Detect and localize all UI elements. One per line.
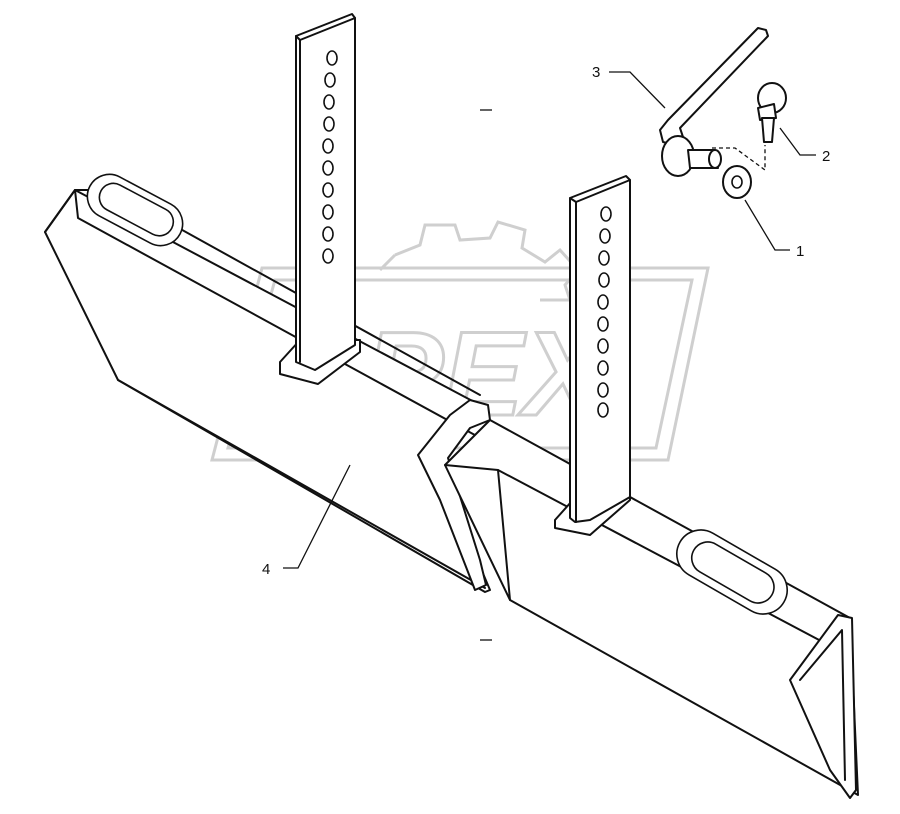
right-blade-end-flange: [789, 614, 857, 799]
callout-2: 2: [822, 148, 830, 165]
alignment-dashes: [712, 145, 766, 172]
right-blade-body: [444, 419, 859, 796]
pin-assembly: [659, 27, 787, 199]
callout-3: 3: [592, 64, 600, 81]
leader-1: [744, 199, 790, 251]
leader-lines: [283, 71, 816, 569]
l-pin: [659, 27, 769, 146]
left-upright-bar: [279, 13, 361, 385]
callout-4: 4: [262, 561, 270, 578]
leader-3: [609, 71, 666, 109]
right-upright-holes: [597, 206, 612, 418]
right-blade: [444, 419, 859, 799]
clip-shaft: [761, 117, 775, 143]
left-upright-holes: [322, 50, 338, 264]
watermark-gear-outline: [378, 220, 581, 302]
center-bent-flange: [417, 399, 491, 591]
leader-2: [779, 127, 816, 156]
leader-4: [283, 464, 351, 569]
right-upright-bar: [554, 175, 631, 536]
clip-head: [757, 103, 777, 121]
left-blade: [44, 173, 491, 593]
left-blade-body: [44, 189, 491, 593]
callout-1: 1: [796, 243, 804, 260]
